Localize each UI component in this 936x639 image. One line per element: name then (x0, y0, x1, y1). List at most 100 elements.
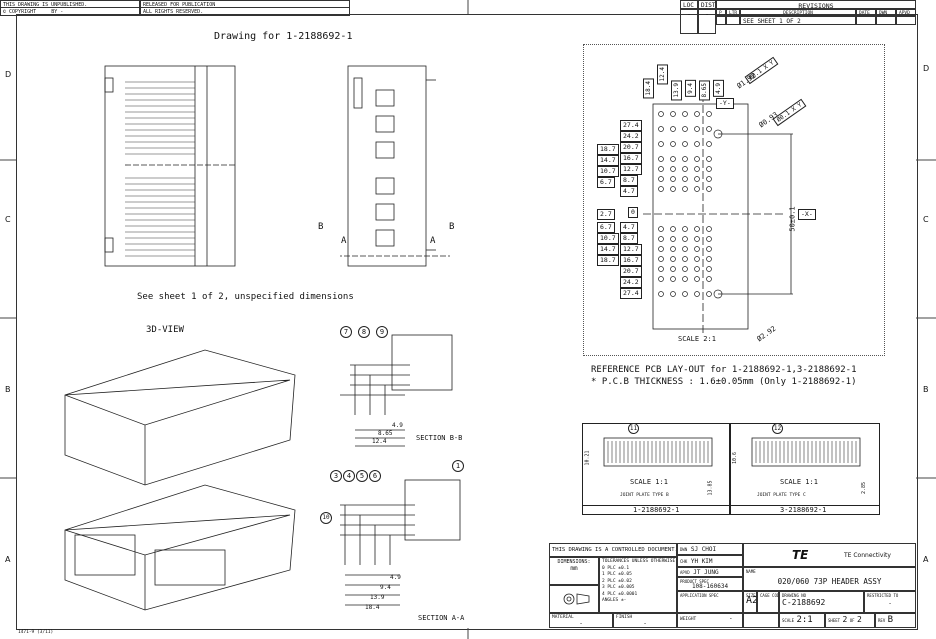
pcb-hole (682, 291, 688, 297)
sec-b-dim-1: 4.9 (392, 422, 403, 429)
tb-units: mm (570, 565, 578, 572)
pcb-hole (658, 141, 664, 147)
pcb-left-dim: 8.7 (620, 233, 638, 244)
pcb-hole (658, 176, 664, 182)
tb-company-name: TE Connectivity (844, 552, 891, 559)
bottom-view-left (582, 423, 730, 515)
section-aa-drawing (340, 479, 461, 606)
zone-c-right: C (923, 215, 929, 224)
bottom-dim-r1: 10.6 (732, 451, 739, 465)
pcb-left-dim: 12.7 (620, 244, 642, 255)
rev-row-dwn (876, 16, 896, 25)
rev-row-ltr (726, 16, 740, 25)
sheet-note: See sheet 1 of 2, unspecified dimensions (137, 292, 354, 302)
section-marker-b-left: B (318, 222, 324, 232)
revisions-block: LOC DIST REVISIONS - - P LTR DESCRIPTION… (680, 0, 916, 34)
pcb-hole (694, 166, 700, 172)
tol-row: 3 PLC ±0.005 (602, 585, 635, 590)
pcb-hole (694, 236, 700, 242)
tol-row: 2 PLC ±0.02 (602, 578, 632, 584)
pcb-left-dim: 24.2 (620, 277, 642, 288)
rev-row-apvd (896, 16, 916, 25)
rev-loc-val: - (680, 9, 698, 34)
copyright-by: BY - (51, 9, 64, 15)
pcb-hole (682, 166, 688, 172)
tb-scale: SCALE 2:1 (779, 613, 825, 628)
sec-a-dim-1: 4.9 (390, 574, 401, 581)
tb-cage: CAGE CODE (757, 591, 779, 613)
bottom-right-divider (730, 505, 880, 506)
view-3d-label: 3D-VIEW (146, 325, 184, 335)
pcb-hole (658, 156, 664, 162)
sec-a-dim-4: 18.4 (365, 604, 380, 611)
pcb-hole (694, 291, 700, 297)
section-marker-b-right: B (449, 222, 455, 232)
tb-app-spec-label: APPLICATION SPEC (680, 593, 719, 598)
bottom-scale-right: SCALE 1:1 (780, 478, 818, 486)
tb-rev: REV B (875, 613, 916, 628)
callout-12: 12 (772, 423, 783, 434)
tb-controlled: THIS DRAWING IS A CONTROLLED DOCUMENT. (549, 543, 677, 557)
rev-col-p: P (716, 9, 726, 16)
pcb-top-dim: 13.9 (671, 80, 682, 101)
callout-6: 6 (369, 470, 381, 482)
section-marker-a-right: A (430, 236, 436, 246)
tol-row: 1 PLC ±0.05 (602, 572, 632, 577)
pcb-hole (694, 141, 700, 147)
pcb-hole (670, 126, 676, 132)
pcb-hole (706, 156, 712, 162)
bottom-views-drawing (603, 437, 861, 467)
title-block: THIS DRAWING IS A CONTROLLED DOCUMENT. D… (549, 543, 916, 628)
rev-row-date (856, 16, 876, 25)
pcb-hole (694, 226, 700, 232)
tb-chk: CHK YH KIM (677, 555, 743, 567)
joint-plate-b: JOINT PLATE TYPE B (620, 493, 669, 498)
pcb-hole (658, 126, 664, 132)
drawing-frame (16, 14, 918, 630)
pcb-left-dim: 12.7 (620, 164, 642, 175)
pcb-vert-dim: 50±0.1 (788, 206, 797, 232)
pcb-left-dim-outer: 6.7 (597, 177, 615, 188)
pcb-left-dim-outer: 6.7 (597, 222, 615, 233)
tb-material-val: - (579, 620, 583, 627)
tb-appd-val: JT JUNG (693, 569, 719, 576)
bottom-dim-l2: 13.85 (707, 480, 714, 496)
projection-symbol-icon (563, 593, 590, 605)
tb-size-label: SIZE (746, 593, 756, 598)
rev-col-dist: DIST (698, 0, 716, 9)
sec-a-dim-3: 13.9 (370, 594, 385, 601)
pcb-hole (694, 276, 700, 282)
pcb-hole (670, 141, 676, 147)
tb-finish: FINISH- (613, 613, 677, 628)
tb-prod-spec-val: 108-160634 (691, 583, 729, 590)
tb-restricted-val: - (888, 600, 892, 607)
part-number-left: 1-2188692-1 (633, 506, 680, 514)
pcb-hole (670, 166, 676, 172)
pcb-left-dim-mid: 2.7 (597, 209, 615, 220)
tb-appd: APVD JT JUNG (677, 567, 743, 577)
callout-4: 4 (343, 470, 355, 482)
rev-title: REVISIONS (716, 0, 916, 9)
pcb-hole (694, 156, 700, 162)
tb-restricted-label: RESTRICTED TO (867, 593, 899, 598)
pcb-hole (706, 236, 712, 242)
drawing-title: Drawing for 1-2188692-1 (214, 31, 353, 42)
part-number-right: 3-2188692-1 (780, 506, 827, 514)
tb-finish-val: - (643, 620, 647, 627)
tol-row: 4 PLC ±0.0001 (602, 591, 638, 597)
pcb-hole (694, 111, 700, 117)
pcb-left-dim-outer: 14.7 (597, 244, 619, 255)
pcb-hole (658, 111, 664, 117)
pcb-top-dim: 18.4 (643, 78, 654, 99)
pcb-left-dim-outer: 18.7 (597, 255, 619, 266)
tb-weight-val: - (728, 615, 733, 622)
pcb-hole (670, 226, 676, 232)
pcb-hole (694, 176, 700, 182)
tb-dimensions-label: DIMENSIONS: (557, 559, 591, 565)
pcb-left-dim-outer: 10.7 (597, 233, 619, 244)
tol-row: ANGLES ±- (602, 598, 627, 603)
pcb-hole (706, 141, 712, 147)
tb-sheet: SHEET 2 OF 2 (825, 613, 875, 628)
tb-prod-spec-label: PRODUCT SPEC (680, 579, 709, 584)
